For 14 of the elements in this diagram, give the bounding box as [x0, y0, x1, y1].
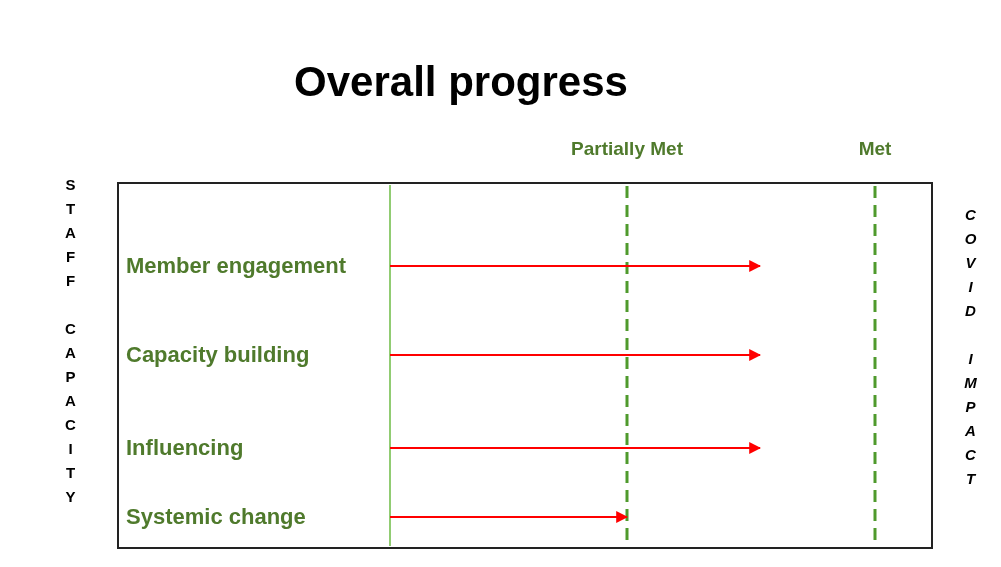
arrow	[389, 511, 629, 523]
arrow	[389, 442, 762, 454]
side-label: COVID IMPACT	[962, 206, 978, 494]
threshold-label: Met	[805, 138, 945, 160]
row-label: Systemic change	[126, 503, 390, 531]
arrow	[389, 349, 762, 361]
row-label: Influencing	[126, 434, 390, 462]
row-label: Member engagement	[126, 252, 390, 280]
arrow	[389, 260, 762, 272]
chart-title: Overall progress	[293, 58, 629, 106]
threshold-label: Partially Met	[557, 138, 697, 160]
row-label: Capacity building	[126, 341, 390, 369]
baseline	[389, 184, 391, 547]
side-label: STAFF CAPACITY	[62, 176, 78, 512]
